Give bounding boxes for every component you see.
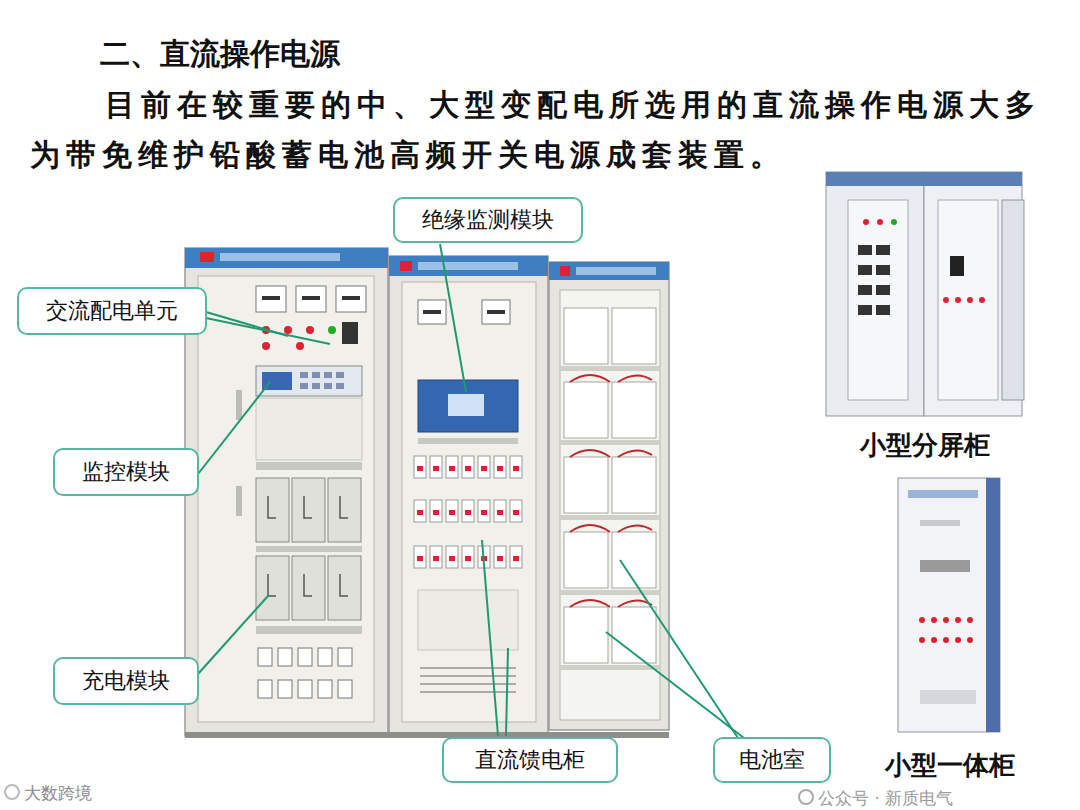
body-text: 目前在较重要的中、大型变配电所选用的直流操作电源大多为带免维护铅酸蓄电池高频开关… (30, 80, 1042, 180)
watermark: 公众号 · 新质电气 (818, 787, 953, 810)
callout-text: 监控模块 (82, 459, 170, 485)
callout-text: 交流配电单元 (46, 298, 178, 324)
callout-box: 充电模块 (53, 657, 199, 705)
callout-box: 直流馈电柜 (442, 737, 618, 783)
callout-box: 交流配电单元 (17, 287, 207, 335)
image-caption: 小型分屏柜 (860, 428, 990, 463)
callout-box: 绝缘监测模块 (393, 197, 583, 243)
slide-title: 二、直流操作电源 (100, 34, 340, 75)
callout-text: 绝缘监测模块 (422, 207, 554, 233)
callout-box: 监控模块 (53, 448, 199, 496)
watermark: 大数跨境 (24, 782, 92, 805)
callout-text: 充电模块 (82, 668, 170, 694)
image-caption: 小型一体柜 (885, 748, 1015, 783)
callout-text: 直流馈电柜 (475, 747, 585, 773)
callout-text: 电池室 (739, 747, 805, 773)
callout-box: 电池室 (713, 737, 831, 783)
